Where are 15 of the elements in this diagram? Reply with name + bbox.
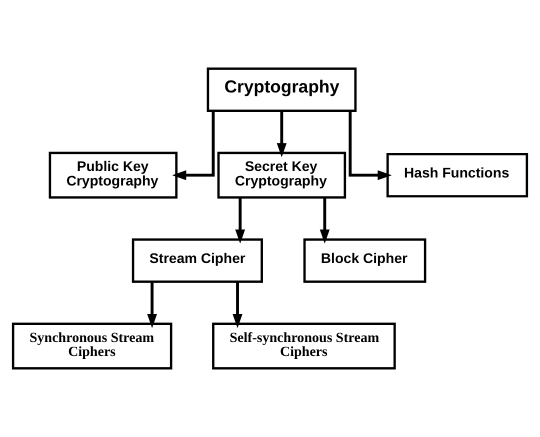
node-box: Stream Cipher: [132, 238, 263, 283]
node-box: Hash Functions: [386, 152, 528, 198]
node-box: Synchronous Stream Ciphers: [12, 322, 172, 370]
arrow: [232, 282, 242, 328]
arrow: [348, 110, 392, 180]
node-box: Block Cipher: [303, 238, 426, 283]
arrow: [320, 198, 330, 244]
node-box: Secret Key Cryptography: [217, 152, 346, 199]
node-box: Public Key Cryptography: [48, 152, 178, 199]
arrow: [235, 198, 246, 244]
arrow: [172, 110, 215, 180]
arrow: [276, 110, 287, 158]
node-box: Cryptography: [206, 68, 357, 112]
node-box: Self-synchronous Stream Ciphers: [212, 322, 396, 370]
arrow: [147, 282, 157, 328]
